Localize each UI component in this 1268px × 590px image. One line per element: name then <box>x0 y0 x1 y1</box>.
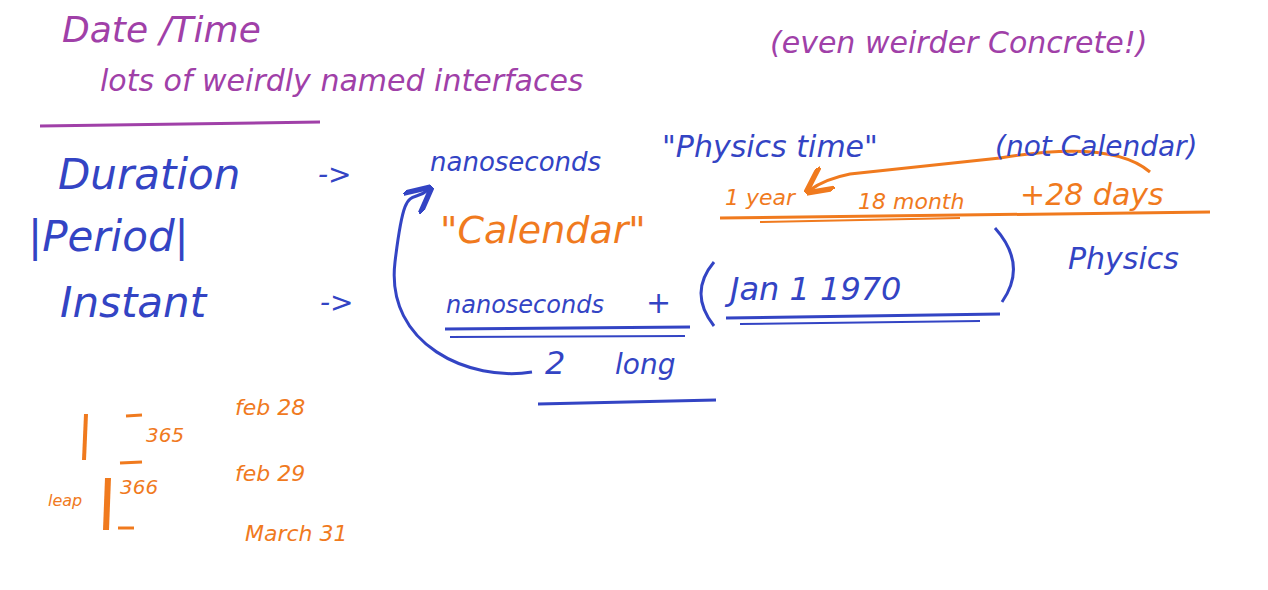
heading-underline <box>40 122 320 126</box>
interface-name: Duration <box>58 152 240 198</box>
concept-note: "Calendar" <box>440 210 646 252</box>
underline <box>450 336 685 337</box>
period-part: 18 month <box>858 190 964 214</box>
subheading: lots of weirdly named interfaces <box>100 64 584 97</box>
divider-bar <box>106 478 108 530</box>
period-underline <box>720 212 1210 218</box>
underline <box>740 321 980 324</box>
concept-note: Physics <box>1068 242 1179 275</box>
day-count: 366 <box>120 476 158 498</box>
heading: Date /Time <box>62 10 261 50</box>
date-note: feb 29 <box>235 462 305 486</box>
arrow-symbol: -> <box>318 160 352 191</box>
date-note: feb 28 <box>235 396 305 420</box>
date-note: March 31 <box>245 522 348 546</box>
count-note: 2 <box>545 346 565 381</box>
interface-name: |Period| <box>28 214 189 260</box>
period-part: 1 year <box>725 186 795 210</box>
dash <box>120 462 142 463</box>
concept-note: "Physics time" <box>662 130 878 163</box>
divider-bar <box>84 414 86 460</box>
parenthesis <box>995 228 1013 302</box>
unit-note: nanoseconds <box>430 148 601 177</box>
underline <box>445 327 690 329</box>
plus-sign: + <box>646 286 671 319</box>
year-kind: leap <box>48 492 82 510</box>
parenthesis <box>701 262 714 326</box>
day-count: 365 <box>146 424 184 446</box>
aside-note: (not Calendar) <box>995 132 1198 163</box>
underline <box>726 314 1000 318</box>
arrow-symbol: -> <box>320 288 354 319</box>
period-part: +28 days <box>1020 178 1164 211</box>
unit-note: nanoseconds <box>446 292 604 318</box>
aside-note: (even weirder Concrete!) <box>770 26 1148 59</box>
dash <box>126 415 142 416</box>
dash <box>118 527 134 530</box>
period-underline <box>760 218 960 222</box>
underline <box>538 400 716 404</box>
interface-name: Instant <box>60 280 206 326</box>
type-name: long <box>615 350 675 381</box>
epoch-date: Jan 1 1970 <box>730 272 901 307</box>
